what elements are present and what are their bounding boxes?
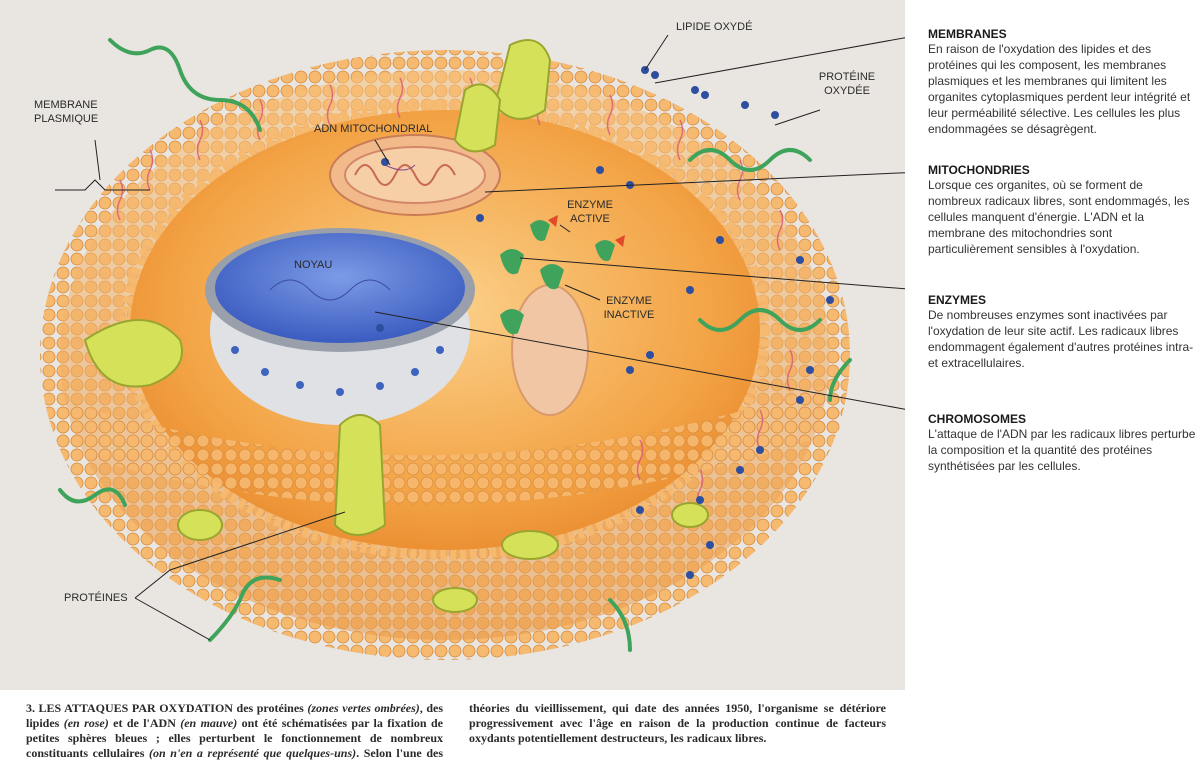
label-enzyme-active: ENZYME ACTIVE: [560, 198, 620, 226]
sidebar-membranes-text: En raison de l'oxydation des lipides et …: [928, 41, 1198, 137]
figure-caption: 3. LES ATTAQUES PAR OXYDATION des protéi…: [26, 701, 886, 767]
label-proteines: PROTÉINES: [64, 591, 128, 605]
label-proteine-oxydee: PROTÉINE OXYDÉE: [812, 70, 882, 98]
label-lipide-oxyde: LIPIDE OXYDÉ: [676, 20, 752, 34]
caption-italic4: (on n'en a représenté que quelques-uns): [149, 746, 356, 760]
caption-part1: des protéines: [233, 701, 307, 715]
sidebar-chromosomes: CHROMOSOMES L'attaque de l'ADN par les r…: [928, 412, 1198, 474]
sidebar-chromosomes-text: L'attaque de l'ADN par les radicaux libr…: [928, 426, 1198, 474]
label-enzyme-inactive-line1: ENZYME: [594, 294, 664, 308]
sidebar-mitochondries: MITOCHONDRIES Lorsque ces organites, où …: [928, 163, 1198, 257]
caption-italic1: (zones vertes ombrées): [307, 701, 419, 715]
label-enzyme-active-line1: ENZYME: [560, 198, 620, 212]
sidebar-enzymes-title: ENZYMES: [928, 293, 1198, 307]
sidebar-enzymes: ENZYMES De nombreuses enzymes sont inact…: [928, 293, 1198, 371]
sidebar-mitochondries-text: Lorsque ces organites, où se forment de …: [928, 177, 1198, 257]
caption-title: 3. LES ATTAQUES PAR OXYDATION: [26, 701, 233, 715]
caption-part3: et de l'ADN: [109, 716, 180, 730]
sidebar-membranes-title: MEMBRANES: [928, 27, 1198, 41]
label-membrane-plasmique-line1: MEMBRANE: [34, 98, 98, 112]
label-enzyme-inactive: ENZYME INACTIVE: [594, 294, 664, 322]
caption-italic3: (en mauve): [180, 716, 237, 730]
caption-italic2: (en rose): [64, 716, 109, 730]
label-membrane-plasmique: MEMBRANE PLASMIQUE: [34, 98, 98, 126]
cell-illustration: [0, 0, 905, 690]
label-enzyme-active-line2: ACTIVE: [560, 212, 620, 226]
sidebar-membranes: MEMBRANES En raison de l'oxydation des l…: [928, 27, 1198, 137]
label-noyau: NOYAU: [294, 258, 332, 272]
label-adn-mitochondrial: ADN MITOCHONDRIAL: [314, 122, 432, 136]
sidebar-chromosomes-title: CHROMOSOMES: [928, 412, 1198, 426]
label-proteine-oxydee-line2: OXYDÉE: [812, 84, 882, 98]
label-enzyme-inactive-line2: INACTIVE: [594, 308, 664, 322]
sidebar-enzymes-text: De nombreuses enzymes sont inactivées pa…: [928, 307, 1198, 371]
sidebar-mitochondries-title: MITOCHONDRIES: [928, 163, 1198, 177]
label-proteine-oxydee-line1: PROTÉINE: [812, 70, 882, 84]
label-membrane-plasmique-line2: PLASMIQUE: [34, 112, 98, 126]
